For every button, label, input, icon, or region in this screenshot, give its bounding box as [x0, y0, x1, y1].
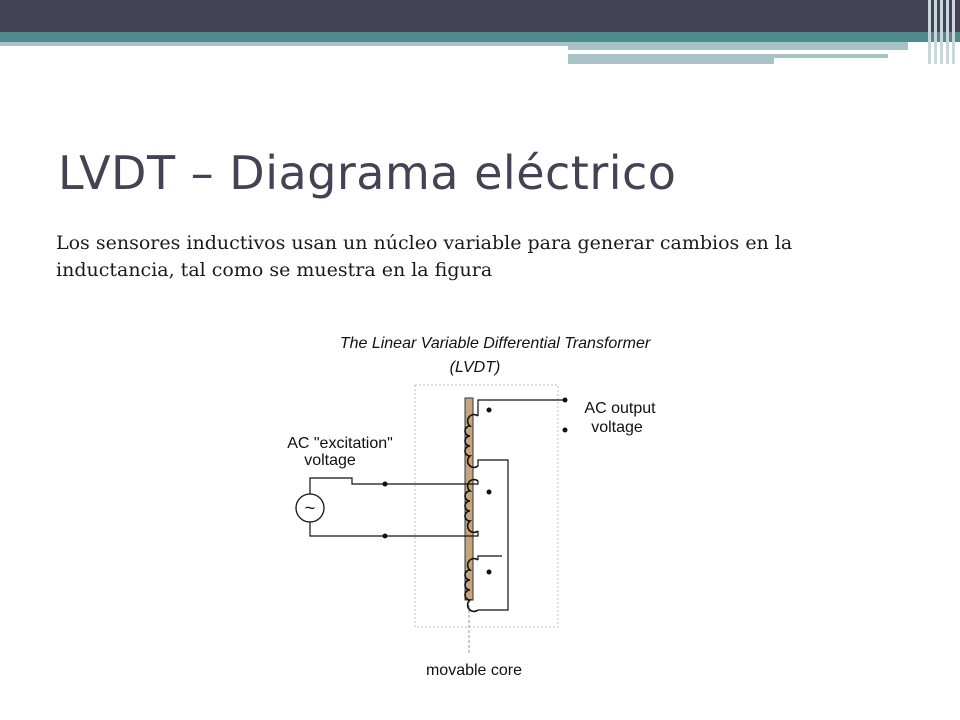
header-light-bar — [0, 42, 570, 46]
polarity-dot-bottom — [486, 569, 492, 575]
top-secondary-coil — [464, 413, 479, 469]
slide-body-text: Los sensores inductivos usan un núcleo v… — [56, 232, 793, 281]
excitation-label-line1: AC "excitation" — [287, 435, 393, 452]
terminal-excitation-bottom[interactable] — [382, 533, 388, 539]
diagram-title-line2: (LVDT) — [450, 359, 501, 376]
header-white-line — [572, 50, 888, 52]
header-light-strip — [568, 54, 774, 64]
lvdt-diagram: The Linear Variable Differential Transfo… — [287, 335, 656, 679]
circuit-wiring — [309, 399, 565, 611]
terminal-output-top[interactable] — [562, 397, 568, 403]
polarity-dot-top — [486, 407, 492, 413]
header-light-bar-right — [568, 42, 908, 50]
bottom-secondary-coil — [464, 557, 479, 613]
polarity-dot-primary — [486, 489, 492, 495]
transformer-enclosure — [414, 384, 559, 628]
header-light-strip-2 — [774, 54, 888, 58]
output-label-line1: AC output — [584, 400, 656, 417]
terminal-excitation-top[interactable] — [382, 481, 388, 487]
header-stripes — [928, 0, 955, 64]
header-dark-bar — [0, 0, 960, 32]
terminal-output-bottom[interactable] — [562, 427, 568, 433]
ac-source-icon — [295, 493, 325, 523]
header-decoration — [0, 0, 960, 64]
core-label: movable core — [426, 662, 522, 679]
ac-source-symbol: ~ — [305, 498, 316, 518]
primary-coil — [464, 478, 479, 534]
header-teal-bar — [0, 32, 960, 42]
slide-title: LVDT – Diagrama eléctrico — [58, 146, 677, 200]
output-label-line2: voltage — [591, 419, 643, 436]
excitation-label-line2: voltage — [304, 452, 356, 469]
diagram-title-line1: The Linear Variable Differential Transfo… — [340, 335, 651, 352]
